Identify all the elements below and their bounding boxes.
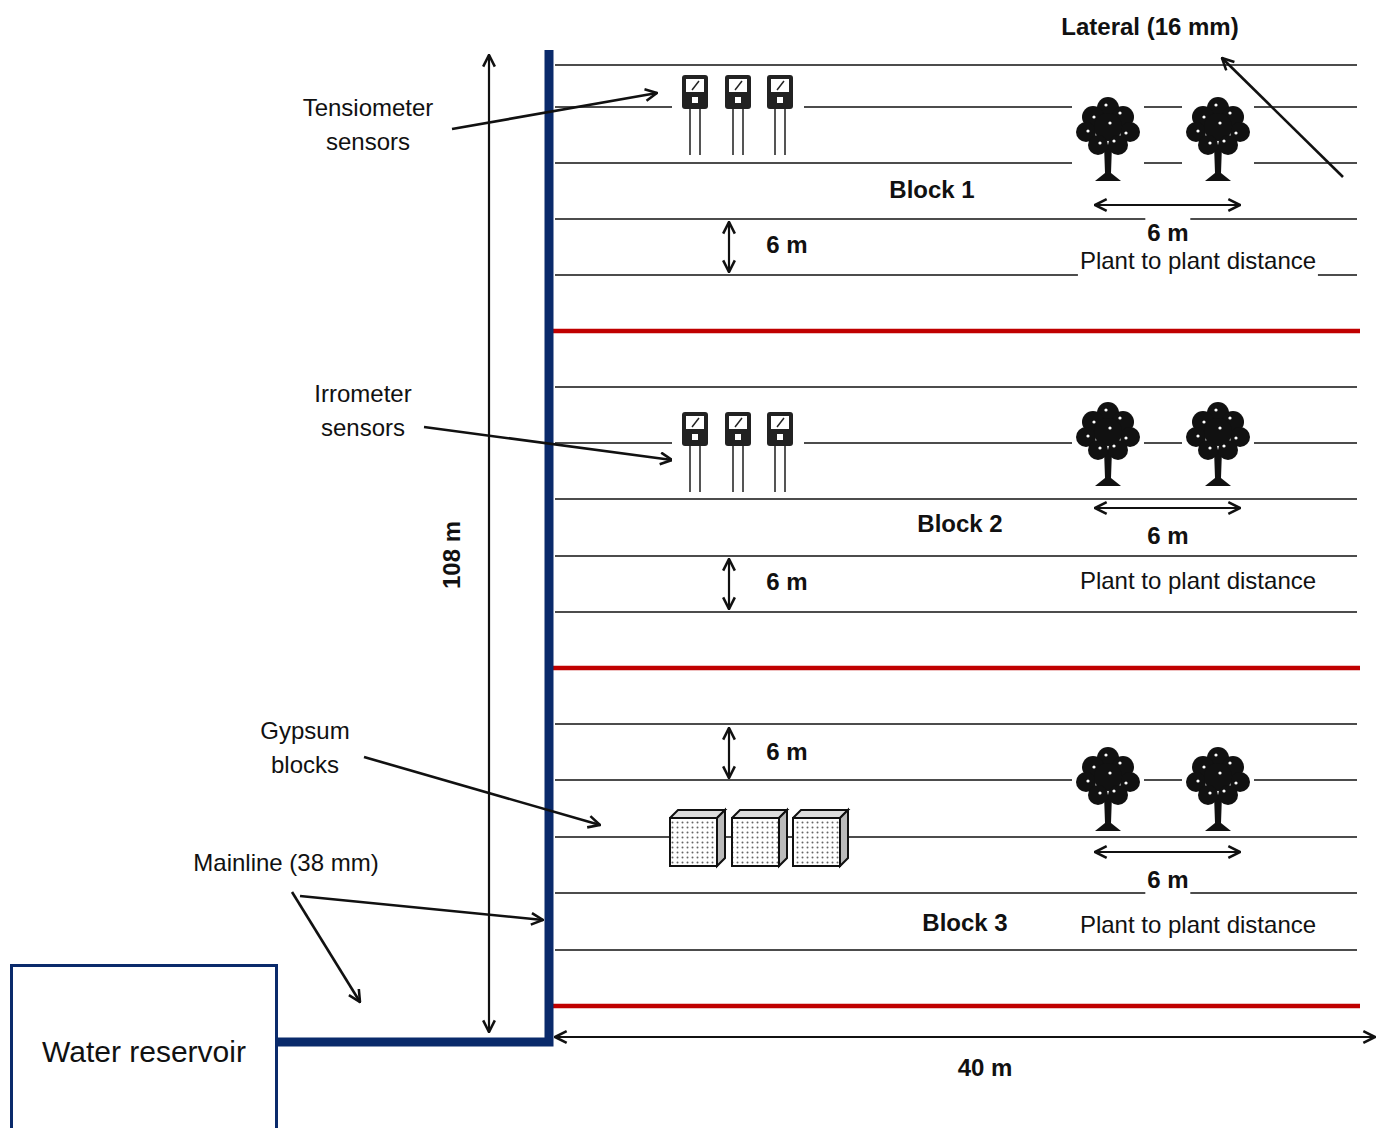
dimension-label: 6 m [764, 735, 809, 769]
lateral-line [555, 498, 1357, 500]
dimension-label: 6 m [1145, 519, 1190, 553]
dimension-label: 40 m [956, 1051, 1015, 1085]
block-label: Block 3 [920, 906, 1009, 940]
leader-line [292, 892, 360, 1002]
dimension-note: Plant to plant distance [1078, 908, 1318, 942]
gypsum-block [793, 810, 848, 866]
tree-icon [1072, 93, 1144, 183]
pipe-label: Mainline (38 mm) [191, 846, 380, 880]
sensor-label: Tensiometer sensors [279, 91, 458, 158]
sensor-icon [682, 412, 708, 492]
sensor-icon [767, 75, 793, 155]
irrometer-icons [672, 408, 804, 496]
leader-line [364, 757, 600, 825]
gypsum-block [670, 810, 725, 866]
spacing-arrow [728, 222, 730, 272]
sensor-label: Gypsum blocks [238, 714, 372, 781]
dimension-label: 6 m [1145, 863, 1190, 897]
plant-spacing-arrow [1095, 851, 1240, 853]
leader-line [424, 427, 672, 460]
dimension-label: 108 m [435, 519, 469, 591]
dimension-label: 6 m [764, 228, 809, 262]
lateral-line [555, 218, 1357, 220]
dimension-arrow [555, 1036, 1375, 1038]
sensor-icon [725, 75, 751, 155]
reservoir-box: Water reservoir [10, 964, 278, 1128]
sensor-icon [767, 412, 793, 492]
block-border-line [546, 666, 1360, 671]
tree-icon [1182, 743, 1254, 833]
lateral-lines [555, 65, 1357, 950]
pipe-label: Lateral (16 mm) [1059, 10, 1240, 44]
dimension-note: Plant to plant distance [1078, 244, 1318, 278]
tensiometer-icons [672, 71, 804, 159]
plant-spacing-arrow [1095, 204, 1240, 206]
lateral-line [555, 555, 1357, 557]
dimension-note: Plant to plant distance [1078, 564, 1318, 598]
block-label: Block 1 [887, 173, 976, 207]
block-border-line [546, 1004, 1360, 1009]
leader-line [452, 93, 657, 129]
lateral-line [555, 386, 1357, 388]
tree-icon [1182, 93, 1254, 183]
mainline-pipe [278, 50, 549, 1042]
spacing-arrow [728, 559, 730, 609]
lateral-line [555, 723, 1357, 725]
leader-line [300, 896, 543, 920]
block-border-line [546, 329, 1360, 334]
sensor-icon [725, 412, 751, 492]
tree-icon [1182, 398, 1254, 488]
spacing-arrow [728, 728, 730, 778]
lateral-line [555, 949, 1357, 951]
reservoir-label: Water reservoir [13, 1035, 275, 1069]
block-borders [546, 331, 1360, 1006]
tree-icon [1072, 398, 1144, 488]
sensor-icon [682, 75, 708, 155]
lateral-line [555, 892, 1357, 894]
dimension-label: 6 m [764, 565, 809, 599]
plant-spacing-arrow [1095, 507, 1240, 509]
gypsum-block-icons [670, 810, 848, 866]
sensor-label: Irrometer sensors [286, 377, 440, 444]
lateral-line [555, 611, 1357, 613]
lateral-line [555, 64, 1357, 66]
tree-icon [1072, 743, 1144, 833]
block-label: Block 2 [915, 507, 1004, 541]
dimension-arrow [488, 55, 490, 1032]
gypsum-block [732, 810, 787, 866]
